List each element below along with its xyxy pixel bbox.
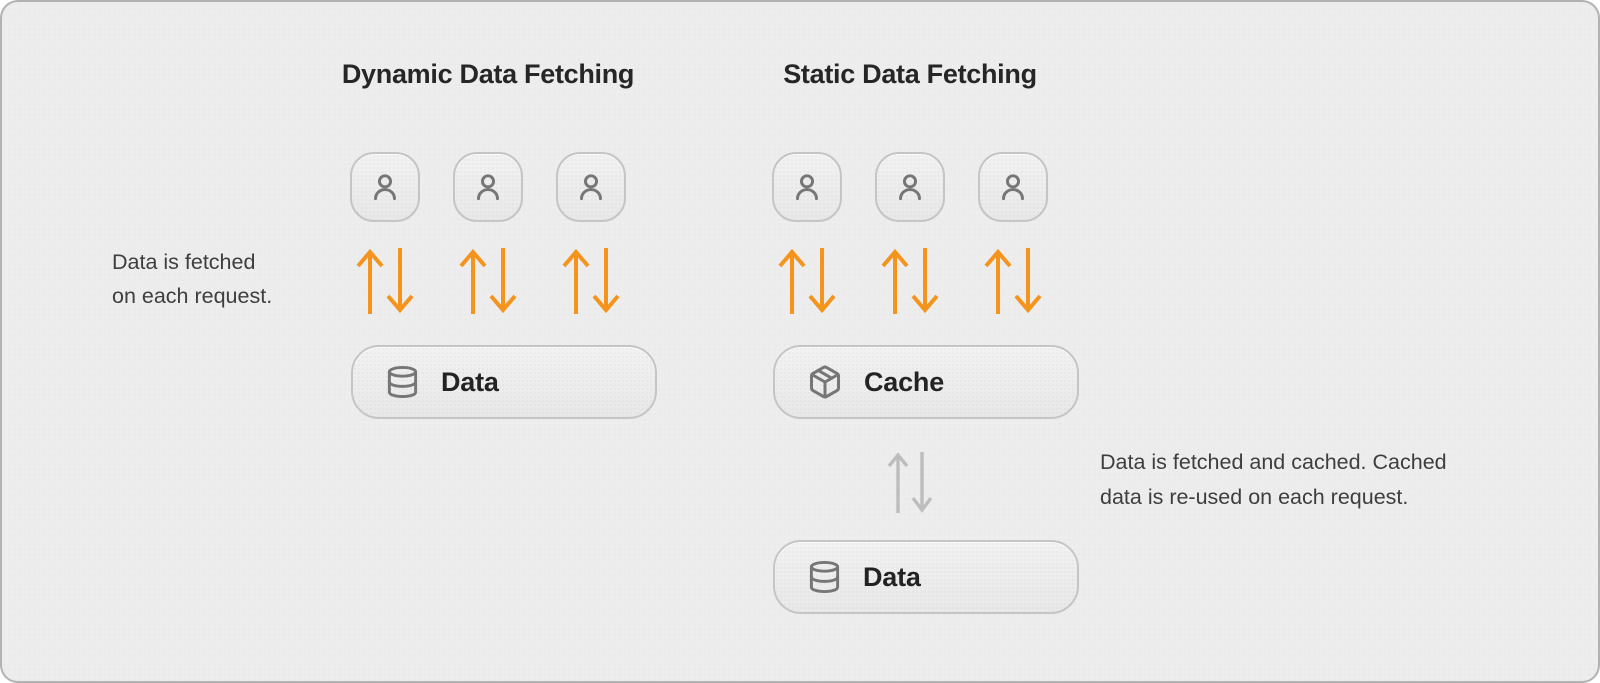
annotation-line: data is re-used on each request. xyxy=(1100,485,1409,509)
static-clients-row xyxy=(772,152,1048,222)
dynamic-data-node: Data xyxy=(351,345,657,419)
up-down-arrows-icon xyxy=(985,248,1041,314)
dynamic-request-arrows xyxy=(353,248,623,314)
static-cache-node: Cache xyxy=(773,345,1079,419)
up-down-arrows-icon xyxy=(357,248,413,314)
user-icon xyxy=(477,174,499,201)
user-icon xyxy=(1002,174,1024,201)
node-label: Cache xyxy=(864,366,945,397)
database-icon xyxy=(809,560,840,594)
up-down-arrows-icon xyxy=(882,248,938,314)
client-box xyxy=(350,152,420,222)
annotation-line: on each request. xyxy=(112,284,273,308)
static-request-arrows xyxy=(775,248,1045,314)
user-icon xyxy=(796,174,818,201)
database-icon xyxy=(387,365,418,399)
client-box xyxy=(453,152,523,222)
up-down-arrows-icon xyxy=(460,248,516,314)
user-icon xyxy=(374,174,396,201)
static-column-title: Static Data Fetching xyxy=(783,59,1037,89)
annotation-line: Data is fetched and cached. Cached xyxy=(1100,450,1447,474)
user-icon xyxy=(580,174,602,201)
client-box xyxy=(556,152,626,222)
up-down-arrows-icon xyxy=(563,248,619,314)
node-label: Data xyxy=(863,561,921,592)
node-label: Data xyxy=(441,366,499,397)
package-icon xyxy=(810,365,840,399)
user-icon xyxy=(899,174,921,201)
dynamic-clients-row xyxy=(350,152,626,222)
dynamic-column-title: Dynamic Data Fetching xyxy=(341,59,635,89)
client-box xyxy=(772,152,842,222)
cache-data-arrows-icon xyxy=(887,452,933,513)
dynamic-annotation: Data is fetched on each request. xyxy=(112,245,272,313)
annotation-line: Data is fetched xyxy=(112,250,256,274)
client-box xyxy=(978,152,1048,222)
client-box xyxy=(875,152,945,222)
static-data-node: Data xyxy=(773,540,1079,614)
up-down-arrows-icon xyxy=(779,248,835,314)
static-annotation: Data is fetched and cached. Cached data … xyxy=(1100,445,1447,515)
